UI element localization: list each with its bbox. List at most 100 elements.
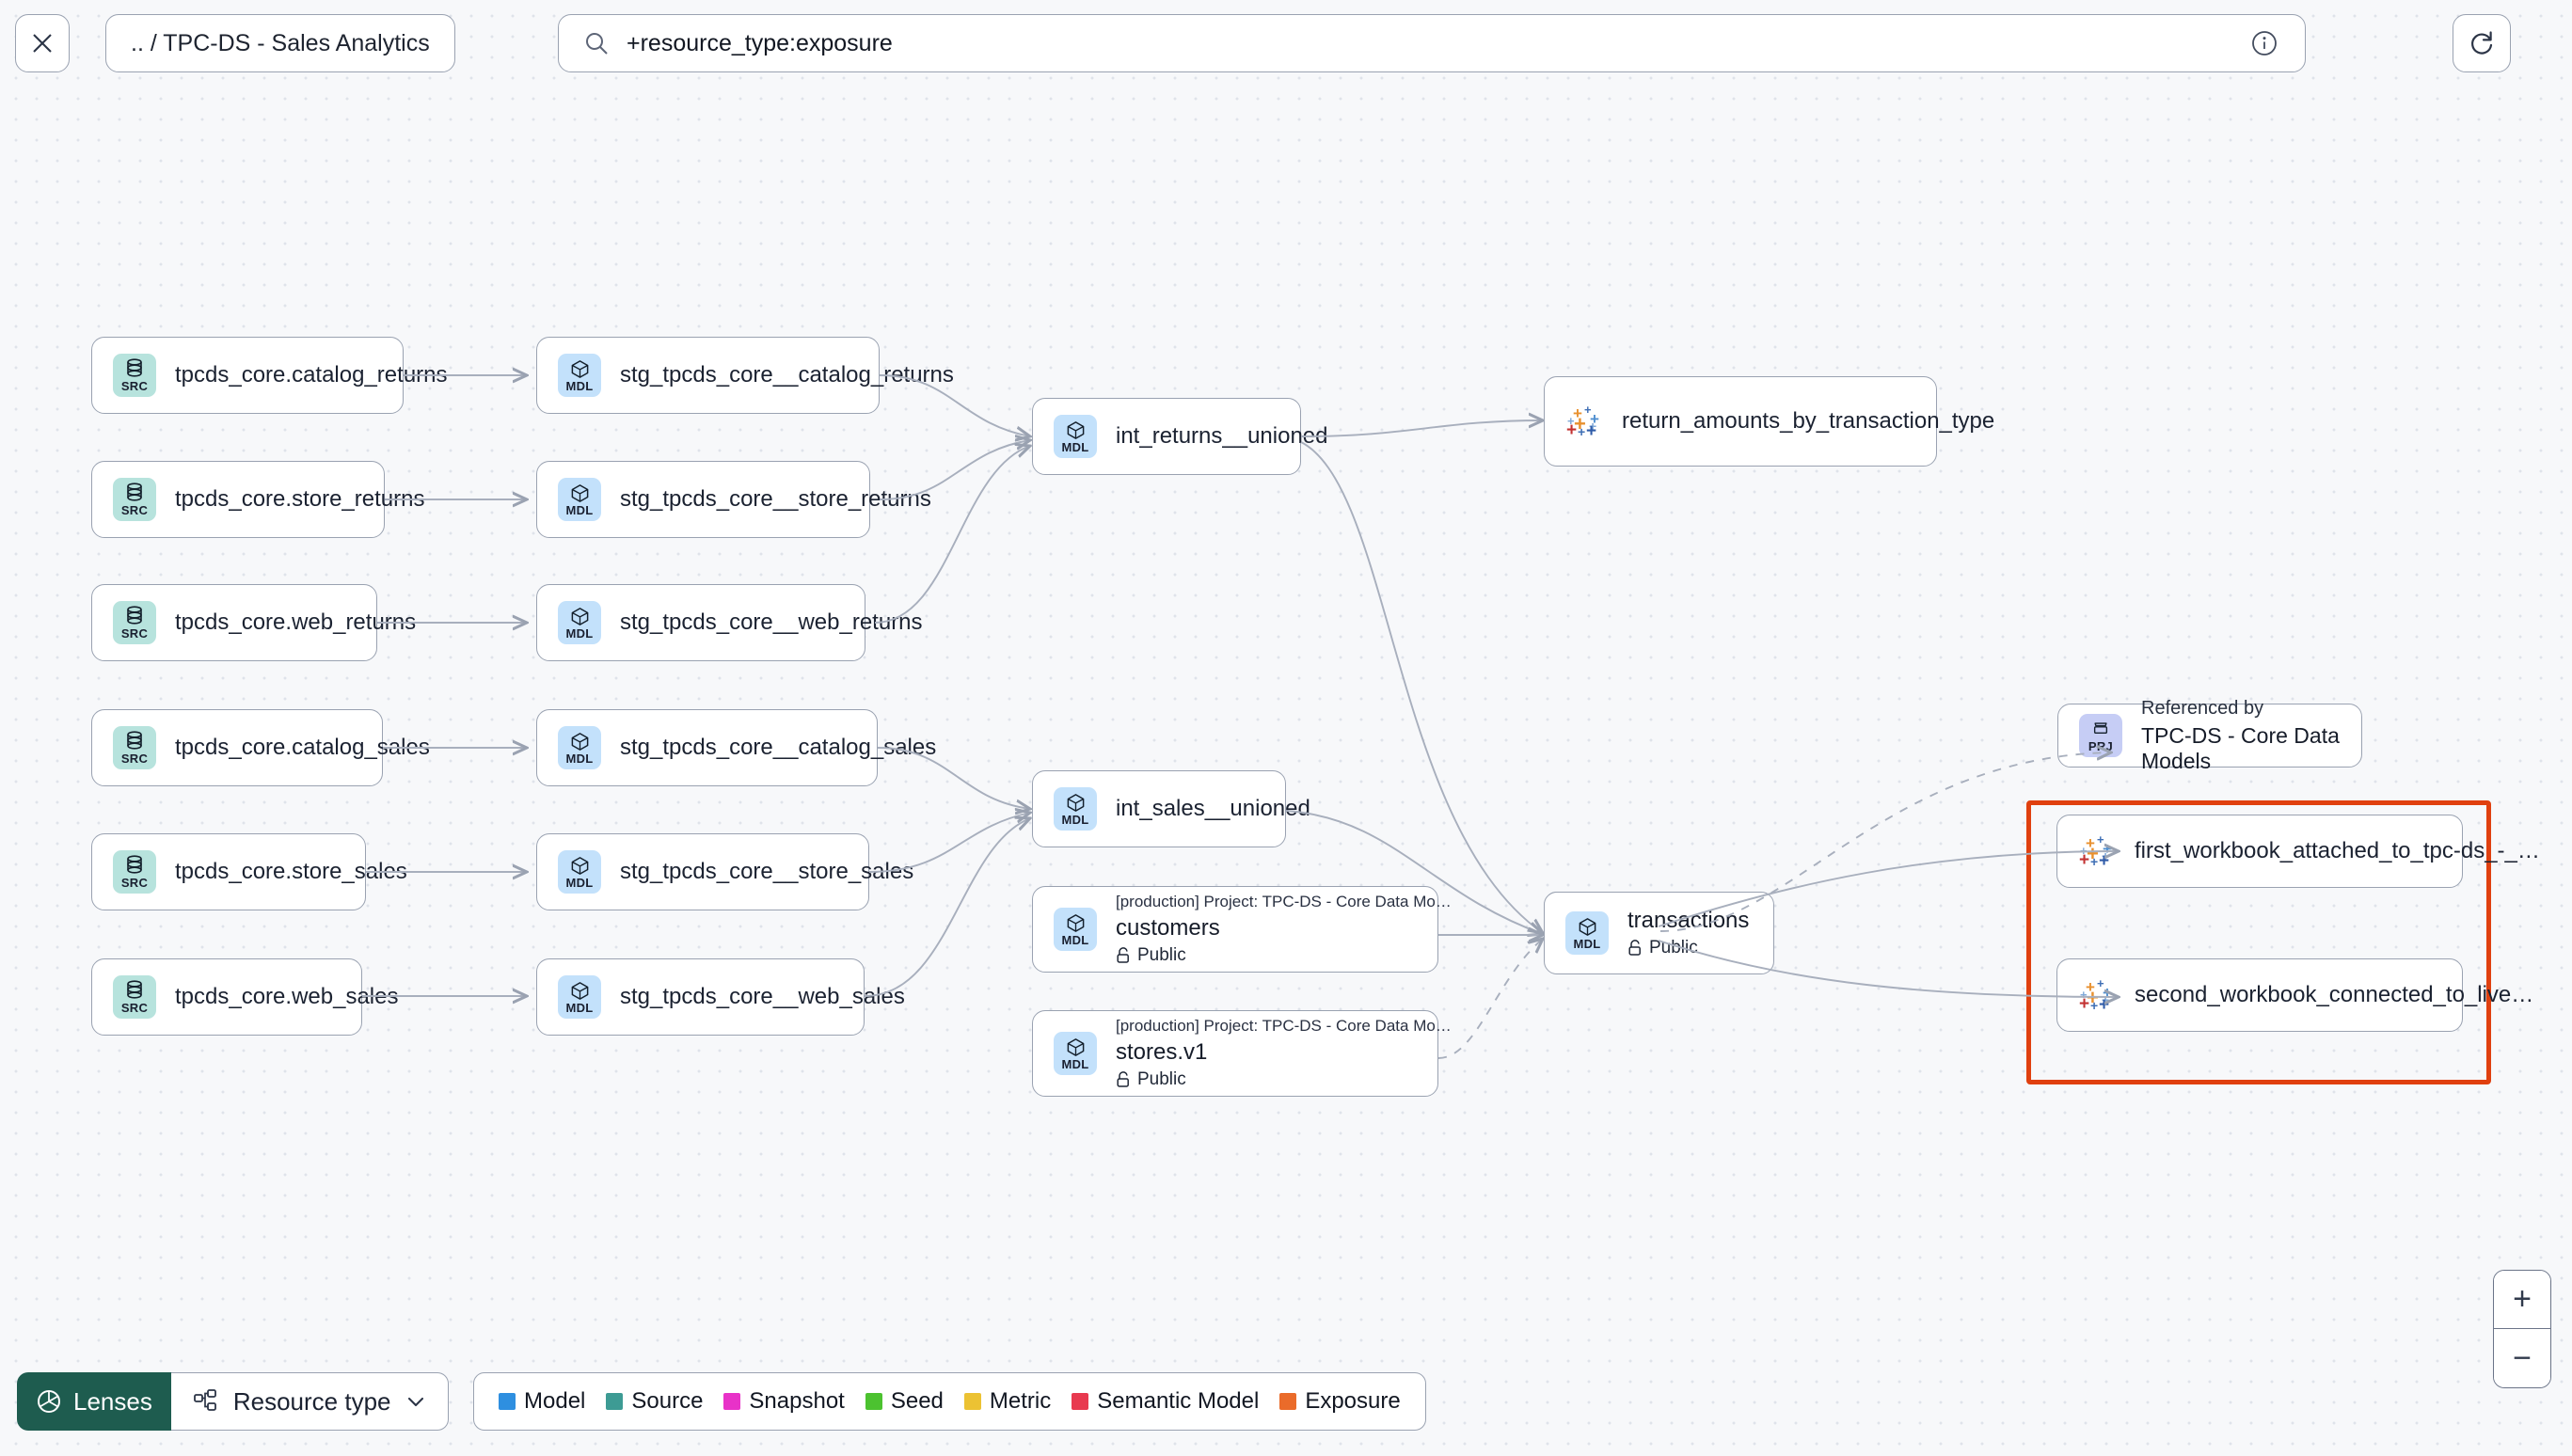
zoom-in-button[interactable]: + [2494,1271,2550,1329]
legend-swatch [606,1393,624,1410]
graph-node-source[interactable]: SRC tpcds_core.store_returns [91,461,424,538]
badge-text: MDL [565,626,594,641]
node-body: [production] Project: TPC-DS - Core Data… [1116,893,1452,966]
legend-item: Snapshot [723,1388,845,1415]
legend-item: Exposure [1279,1388,1401,1415]
graph-node-exposure[interactable]: + + + + + + + + + second_workbook_connec… [2056,958,2533,1032]
graph-node-source[interactable]: SRC tpcds_core.store_sales [91,833,407,910]
access-label: Public [1137,1069,1186,1089]
node-project-path: [production] Project: TPC-DS - Core Data… [1116,1017,1452,1035]
lenses-label: Lenses [73,1386,152,1416]
zoom-out-button[interactable]: − [2494,1329,2550,1387]
graph-node-model[interactable]: MDL stg_tpcds_core__web_returns [536,584,923,661]
legend-swatch [865,1393,882,1410]
database-icon [125,731,144,752]
node-label: tpcds_core.catalog_sales [175,735,430,760]
prj-badge: PRJ [2079,714,2122,757]
mdl-badge: MDL [558,975,601,1019]
tableau-exposure-icon: + + + + + + + + + [2079,976,2112,1015]
graph-node-project-model[interactable]: MDL [production] Project: TPC-DS - Core … [1032,886,1452,973]
graph-node-exposure[interactable]: + + + + + + + + + return_amounts_by_tran… [1544,376,1994,467]
cube-icon [570,606,590,626]
graph-node-model[interactable]: MDL stg_tpcds_core__store_returns [536,461,931,538]
node-label: stg_tpcds_core__web_returns [620,609,923,635]
src-badge: SRC [113,601,156,644]
graph-node-source[interactable]: SRC tpcds_core.web_sales [91,958,398,1036]
node-access: Public [1627,938,1749,958]
breadcrumb[interactable]: .. / TPC-DS - Sales Analytics [105,14,455,72]
legend-label: Source [631,1388,704,1414]
refresh-button[interactable] [2453,14,2511,72]
info-button[interactable] [2248,27,2280,59]
node-body: transactions Public [1627,908,1749,958]
close-button[interactable] [15,14,70,72]
close-icon [33,34,52,53]
badge-text: SRC [120,503,149,517]
legend-label: Snapshot [749,1388,845,1414]
node-label: int_sales__unioned [1116,796,1310,821]
graph-node-source[interactable]: SRC tpcds_core.catalog_sales [91,709,430,786]
resource-type-dropdown[interactable]: Resource type [170,1372,449,1431]
node-label: second_workbook_connected_to_live… [2135,982,2534,1007]
refresh-icon [2471,31,2493,55]
badge-text: SRC [120,379,149,393]
zoom-controls: + − [2493,1270,2551,1388]
graph-node-intermediate[interactable]: MDL int_returns__unioned [1032,398,1328,475]
legend-item: Semantic Model [1072,1388,1259,1415]
search-value: +resource_type:exposure [627,29,893,56]
graph-node-source[interactable]: SRC tpcds_core.web_returns [91,584,416,661]
graph-node-project-model[interactable]: MDL [production] Project: TPC-DS - Core … [1032,1010,1452,1097]
graph-node-transactions-main[interactable]: MDL transactions Public [1544,892,1774,974]
lenses-control-group: Lenses Resource type [17,1372,449,1431]
badge-text: MDL [565,503,594,517]
cube-icon [1066,1037,1086,1057]
lenses-badge[interactable]: Lenses [17,1372,171,1431]
graph-node-model[interactable]: MDL stg_tpcds_core__catalog_returns [536,337,954,414]
legend-label: Model [524,1388,586,1414]
legend-label: Semantic Model [1097,1388,1260,1414]
graph-node-intermediate[interactable]: MDL int_sales__unioned [1032,770,1310,847]
legend-swatch [963,1393,981,1410]
search-input[interactable]: +resource_type:exposure [558,14,2306,72]
node-label: tpcds_core.web_returns [175,609,417,635]
graph-node-model[interactable]: MDL stg_tpcds_core__store_sales [536,833,913,910]
legend-item: Source [606,1388,703,1415]
mdl-badge: MDL [558,726,601,769]
legend-label: Metric [989,1388,1052,1414]
mdl-badge: MDL [558,850,601,894]
search-icon [586,33,608,55]
legend-item: Model [499,1388,585,1415]
src-badge: SRC [113,975,156,1019]
info-icon [2252,31,2277,55]
unlock-icon [1117,947,1129,963]
database-icon [125,358,144,379]
badge-text: MDL [565,1001,594,1015]
graph-node-exposure[interactable]: + + + + + + + + + first_workbook_attache… [2056,815,2540,888]
graph-node-model[interactable]: MDL stg_tpcds_core__catalog_sales [536,709,936,786]
node-label: stg_tpcds_core__store_returns [620,486,931,512]
node-project-path: [production] Project: TPC-DS - Core Data… [1116,893,1452,910]
node-access: Public [1116,1069,1417,1090]
node-label: stg_tpcds_core__catalog_returns [620,362,954,388]
access-label: Public [1649,938,1698,957]
badge-text: MDL [565,379,594,393]
graph-node-source[interactable]: SRC tpcds_core.catalog_returns [91,337,448,414]
badge-text: MDL [565,752,594,766]
node-label: customers [1116,915,1220,941]
mdl-badge: MDL [558,354,601,397]
cube-icon [570,980,590,1001]
mdl-badge: MDL [558,601,601,644]
node-label: stg_tpcds_core__catalog_sales [620,735,937,760]
access-label: Public [1137,945,1186,965]
aperture-icon [38,1390,60,1413]
graph-node-referenced-by-project[interactable]: PRJ Referenced by TPC-DS - Core Data Mod… [2057,698,2362,773]
graph-node-model[interactable]: MDL stg_tpcds_core__web_sales [536,958,905,1036]
node-body: [production] Project: TPC-DS - Core Data… [1116,1017,1452,1090]
src-badge: SRC [113,354,156,397]
legend-swatch [1072,1393,1089,1410]
node-label: int_returns__unioned [1116,423,1328,449]
badge-text: SRC [120,752,149,766]
badge-text: SRC [120,1001,149,1015]
badge-text: MDL [1061,1057,1089,1071]
